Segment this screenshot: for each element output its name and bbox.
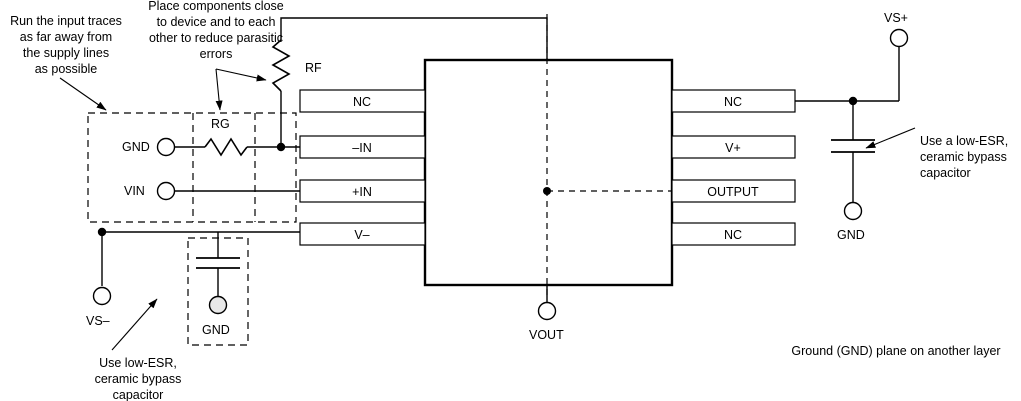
leader-arrow-input-traces [59,77,107,111]
resistor-rg [204,137,248,157]
terminal-label-gnd-left-cap: GND [202,323,230,337]
pin-label-left-1: –IN [352,141,371,155]
terminal-label-vs-plus: VS+ [884,11,908,25]
pin-label-right-3: NC [724,228,742,242]
annotation-low-esr-right: Use a low-ESR, ceramic bypass capacitor [920,134,1009,180]
terminal-gnd-right-cap [843,201,863,221]
pin-box-left-vminus: V– [299,222,426,246]
pin-label-right-1: V+ [725,141,741,155]
terminal-label-gnd-right-cap: GND [837,228,865,242]
annotation-input-traces: Run the input traces as far away from th… [10,14,122,76]
pin-box-left-nc: NC [299,89,426,113]
component-label-rg: RG [211,117,230,131]
pin-label-left-3: V– [354,228,369,242]
pin-box-right-vplus: V+ [671,135,796,159]
wire-feedback-top [280,17,548,60]
terminal-label-gnd-input: GND [122,140,150,154]
leader-arrow-place-components-down [215,68,223,111]
ic-center-junction-dot [543,187,551,195]
annotation-low-esr-left: Use low-ESR, ceramic bypass capacitor [94,356,182,401]
terminal-label-vin: VIN [124,184,145,198]
pin-box-left-inverting-input: –IN [299,135,426,159]
terminal-label-vs-minus: VS– [86,314,110,328]
dashed-box-input-section [87,112,297,223]
annotation-ground-plane: Ground (GND) plane on another layer [791,344,1001,358]
leader-arrow-low-esr-right [865,127,916,149]
pin-label-right-2: OUTPUT [707,185,759,199]
pin-box-left-noninverting-input: +IN [299,179,426,203]
pin-box-right-nc-bottom: NC [671,222,796,246]
ic-body [423,58,674,287]
terminal-vs-plus [889,28,909,48]
junction-dot-inverting-node [276,142,286,152]
pin-label-right-0: NC [724,95,742,109]
terminal-vs-minus [92,286,112,306]
terminal-gnd-input [156,137,176,157]
pin-box-right-output: OUTPUT [671,179,796,203]
resistor-rf [271,39,291,92]
annotation-place-components: Place components close to device and to … [148,0,284,61]
terminal-label-vout: VOUT [529,328,564,342]
terminal-vout [537,301,557,321]
leader-arrow-place-components-right [215,68,267,82]
pin-box-right-nc-top: NC [671,89,796,113]
leader-arrow-low-esr-left [111,298,158,351]
component-label-rf: RF [305,61,322,75]
pin-label-left-0: NC [353,95,371,109]
terminal-vin [156,181,176,201]
pin-label-left-2: +IN [352,185,372,199]
terminal-gnd-left-cap [208,295,228,315]
